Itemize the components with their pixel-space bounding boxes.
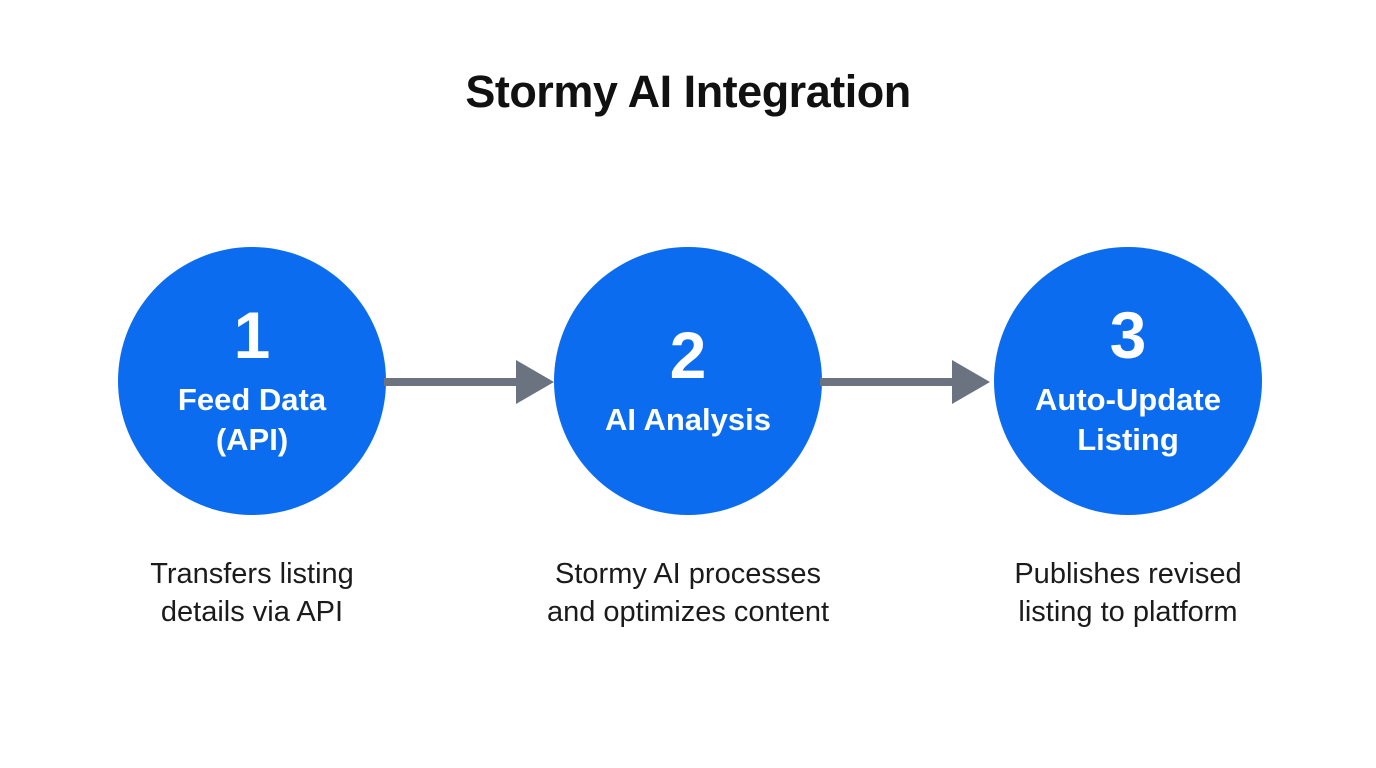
step-number: 2	[669, 318, 707, 393]
step-circle-ai-analysis: 2 AI Analysis	[554, 247, 822, 515]
step-circle-auto-update: 3 Auto-Update Listing	[994, 247, 1262, 515]
step-number: 3	[1109, 298, 1147, 373]
step-circle-feed-data: 1 Feed Data (API)	[118, 247, 386, 515]
step-caption-feed-data: Transfers listing details via API	[150, 558, 354, 628]
step-caption-auto-update: Publishes revised listing to platform	[1014, 558, 1242, 628]
step-number: 1	[233, 298, 271, 373]
diagram-title: Stormy AI Integration	[465, 66, 911, 117]
step-label: Feed Data (API)	[177, 382, 327, 457]
step-label: Auto-Update Listing	[1035, 382, 1221, 457]
arrow-right-icon	[384, 351, 554, 413]
arrow-right-icon	[820, 351, 990, 413]
step-label: AI Analysis	[605, 402, 771, 438]
step-caption-ai-analysis: Stormy AI processes and optimizes conten…	[546, 558, 830, 628]
